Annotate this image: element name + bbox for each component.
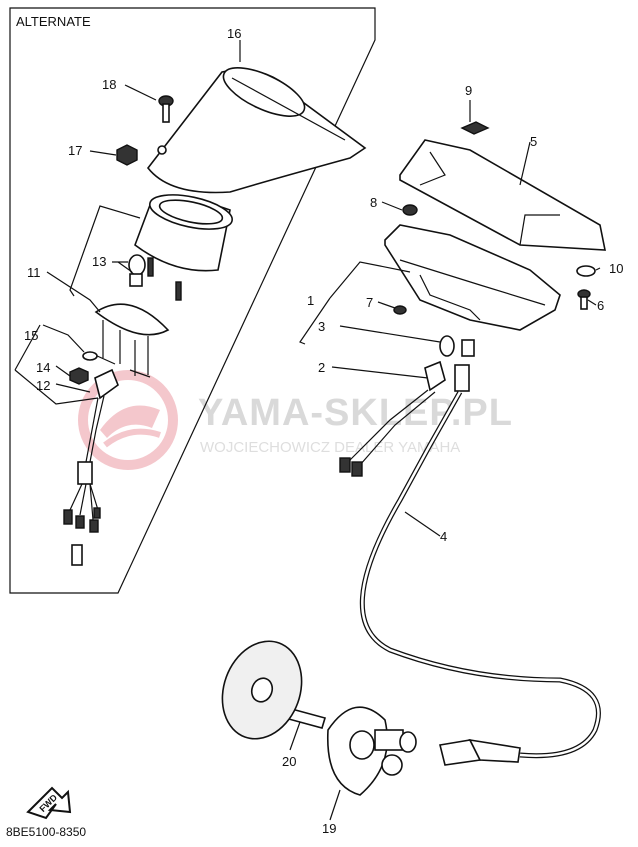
callout-13: 13 xyxy=(92,254,106,269)
washer-10-part xyxy=(576,265,596,277)
bulb-part xyxy=(128,254,146,287)
callout-15: 15 xyxy=(24,328,38,343)
grommet-part xyxy=(460,121,490,135)
callout-8: 8 xyxy=(370,195,377,210)
screw-part xyxy=(158,95,174,123)
nut-part xyxy=(116,144,138,166)
screw-8-part xyxy=(402,204,418,216)
callout-14: 14 xyxy=(36,360,50,375)
alternate-label: ALTERNATE xyxy=(16,14,91,29)
bulb-3-part xyxy=(439,335,475,357)
callout-6: 6 xyxy=(597,298,604,313)
callout-20: 20 xyxy=(282,754,296,769)
meter-housing-part xyxy=(134,194,234,301)
watermark-title: YAMA-SKLEP.PL xyxy=(198,392,513,434)
watermark-subtitle: WOJCIECHOWICZ DEALER YAMAHA xyxy=(200,439,460,456)
bolt-6-part xyxy=(577,289,591,310)
callout-16: 16 xyxy=(227,26,241,41)
meter-cover-part xyxy=(399,139,606,251)
speedometer-cable-part xyxy=(359,390,601,766)
socket-wiring-part xyxy=(63,368,119,566)
socket-2-part xyxy=(339,360,470,477)
callout-12: 12 xyxy=(36,378,50,393)
visor-cone-part xyxy=(146,67,367,194)
hub-disc-part xyxy=(221,640,303,740)
callout-9: 9 xyxy=(465,83,472,98)
callout-18: 18 xyxy=(102,77,116,92)
callout-10: 10 xyxy=(609,261,623,276)
screw-7-part xyxy=(393,305,407,315)
leader-lines-left xyxy=(14,40,241,405)
washer-part xyxy=(82,351,98,361)
callout-3: 3 xyxy=(318,319,325,334)
callout-17: 17 xyxy=(68,143,82,158)
callout-7: 7 xyxy=(366,295,373,310)
nut-small-part xyxy=(69,367,89,385)
watermark: YAMA-SKLEP.PL WOJCIECHOWICZ DEALER YAMAH… xyxy=(78,370,513,470)
callout-19: 19 xyxy=(322,821,336,836)
bracket-part xyxy=(94,303,170,378)
leader-lines-right xyxy=(289,100,601,821)
callout-11: 11 xyxy=(27,265,41,280)
gear-unit-part xyxy=(326,706,417,796)
drawing-code: 8BE5100-8350 xyxy=(6,825,86,839)
callout-1: 1 xyxy=(307,293,314,308)
callout-4: 4 xyxy=(440,529,447,544)
alternate-frame xyxy=(9,7,376,594)
callout-5: 5 xyxy=(530,134,537,149)
callouts: 1 2 3 4 5 6 7 8 9 10 11 12 13 14 15 16 1… xyxy=(24,26,623,836)
fwd-arrow-icon: FWD xyxy=(26,786,72,820)
callout-2: 2 xyxy=(318,360,325,375)
watermark-logo-icon xyxy=(78,370,178,470)
meter-body-part xyxy=(384,224,561,331)
